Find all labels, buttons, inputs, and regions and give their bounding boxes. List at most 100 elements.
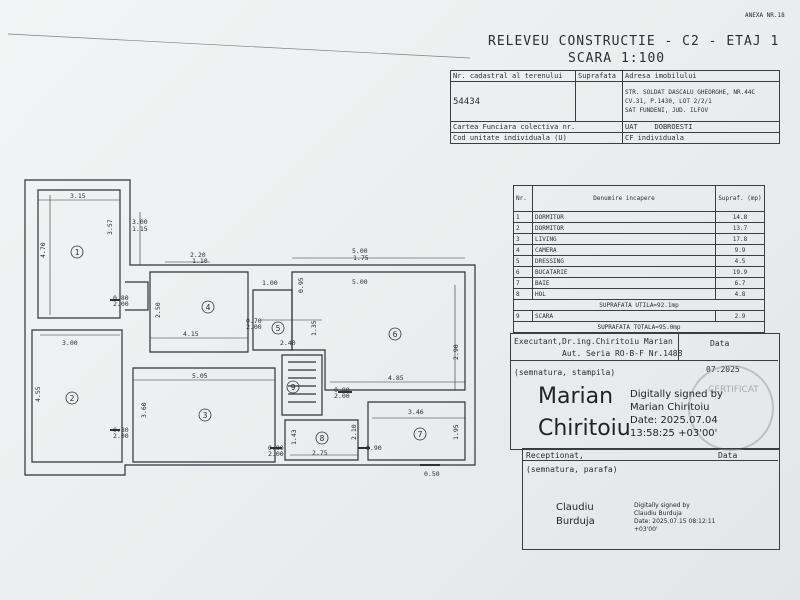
dim-text: 4.85: [388, 374, 404, 382]
outer-wall: [24, 179, 476, 476]
room-area: 4.5: [715, 255, 765, 267]
address-line-3: SAT FUNDENI, JUD. ILFOV: [625, 107, 709, 114]
room-number: 8: [320, 434, 325, 443]
dim-text: 2.00: [113, 432, 129, 440]
dim-text: 2.40: [280, 339, 296, 347]
room-number-circle: [201, 300, 215, 314]
dim-text: 2.00: [268, 450, 284, 458]
executant-aut: Aut. Seria RO-B-F Nr.1488: [562, 349, 683, 358]
uat-label: UAT: [625, 123, 638, 131]
dig-line: Digitally signed by: [634, 502, 690, 509]
dig-line: +03'00': [634, 526, 658, 533]
executant-signature-line-1: Marian: [538, 384, 614, 409]
door-marks: [110, 299, 440, 466]
dim-text: 3.00: [62, 339, 78, 347]
room-number-circle: [271, 321, 285, 335]
receptionat-divider: [522, 460, 778, 461]
room-number-circle: [70, 245, 84, 259]
dim-text: 0.80: [268, 444, 284, 452]
cf-individuala-label: CF individuala: [622, 132, 780, 144]
dim-text: 1.35: [310, 320, 318, 336]
executant-box: [510, 333, 780, 450]
address-line-2: CV.31, P.1430, LOT 2/2/1: [625, 98, 712, 105]
room-number-circle: [388, 327, 402, 341]
dim-text: 4.70: [39, 242, 47, 258]
room-number: 5: [276, 324, 281, 333]
receptionat-signature-line-1: Claudiu: [556, 502, 594, 513]
executant-signature-line-2: Chiritoiu: [538, 416, 631, 441]
room-number-circle: [413, 427, 427, 441]
shaft: [125, 281, 149, 311]
room-3-outline: [132, 367, 276, 463]
executant-data-label: Data: [710, 339, 730, 348]
dig-line: Digitally signed by: [630, 389, 723, 400]
dimension-lines: [38, 195, 465, 456]
dim-text: 1.95: [452, 424, 460, 440]
dim-text: 3.00: [132, 218, 148, 226]
dig-line: Claudiu Burduja: [634, 510, 682, 517]
document-scale: SCARA 1:100: [568, 51, 666, 66]
document-title: RELEVEU CONSTRUCTIE - C2 - ETAJ 1: [488, 34, 780, 49]
dim-text: 2.00: [113, 300, 129, 308]
receptionat-sem-label: (semnatura, parafa): [526, 465, 618, 474]
room-number-circle: [286, 380, 300, 394]
executant-sem-label: (semnatura, stampila): [514, 368, 616, 377]
annex-label: ANEXA NR.18: [745, 12, 785, 19]
address-line-1: STR. SOLDAT DASCALU GHEORGHE, NR.44C: [625, 89, 756, 96]
dim-text: 2.50: [154, 302, 162, 318]
dim-text: 1.15: [132, 225, 148, 233]
dim-text: 1.10: [192, 257, 208, 265]
dim-text: 1.75: [353, 254, 369, 262]
dim-text: 0.80: [334, 386, 350, 394]
dim-text: 2.75: [312, 449, 328, 457]
executant-data-divider: [678, 333, 679, 360]
dig-line: Marian Chiritoiu: [630, 402, 710, 413]
executant-name: Dr.ing.Chiritoiu Marian: [562, 337, 673, 346]
executant-divider: [510, 360, 778, 361]
sheet-frame-line: [7, 33, 471, 59]
room-number-circle: [65, 391, 79, 405]
dim-text: 0.95: [297, 277, 305, 293]
room-number: 2: [70, 394, 75, 403]
room-number: 1: [75, 248, 80, 257]
receptionat-data-label: Data: [718, 451, 738, 460]
dim-text: 0.70: [246, 317, 262, 325]
suprafata-value: [575, 81, 623, 122]
receptionat-digital-signature: Digitally signed by Claudiu Burduja Date…: [634, 502, 715, 534]
room-number: 9: [291, 383, 296, 392]
dim-text: 3.46: [408, 408, 424, 416]
dim-text: 5.00: [352, 247, 368, 255]
executant-digital-signature: Digitally signed by Marian Chiritoiu Dat…: [630, 388, 723, 440]
room-number: 6: [393, 330, 398, 339]
dig-line: Date: 2025.07.04: [630, 415, 718, 426]
stamp-text: CERTIFICAT: [708, 385, 759, 395]
room-number-circle: [198, 408, 212, 422]
dim-text: 2.20: [190, 251, 206, 259]
dim-text: 0.50: [424, 470, 440, 478]
dim-text: 0.80: [113, 426, 129, 434]
room-1-outline: [37, 189, 121, 319]
dim-text: 3.60: [140, 402, 148, 418]
room-number: 7: [418, 430, 423, 439]
dim-text: 0.90: [366, 444, 382, 452]
dim-text: 2.00: [334, 392, 350, 400]
cadastral-table: Nr. cadastral al terenului Suprafata Adr…: [450, 70, 780, 144]
suprafata-totala: SUPRAFATA TOTALA=95.0mp: [513, 321, 765, 333]
dim-text: 4.55: [34, 386, 42, 402]
dim-text: 1.00: [262, 279, 278, 287]
stair-outline: [281, 354, 323, 416]
receptionat-label: Receptionat,: [526, 451, 584, 460]
dim-text: 2.00: [246, 323, 262, 331]
uat-value: DOBROESTI: [654, 123, 693, 131]
dim-text: 5.00: [352, 278, 368, 286]
nr-cadastral-value: 54434: [450, 81, 576, 122]
receptionat-box: [522, 448, 780, 550]
room-number-circle: [315, 431, 329, 445]
dim-text: 2.10: [350, 424, 358, 440]
